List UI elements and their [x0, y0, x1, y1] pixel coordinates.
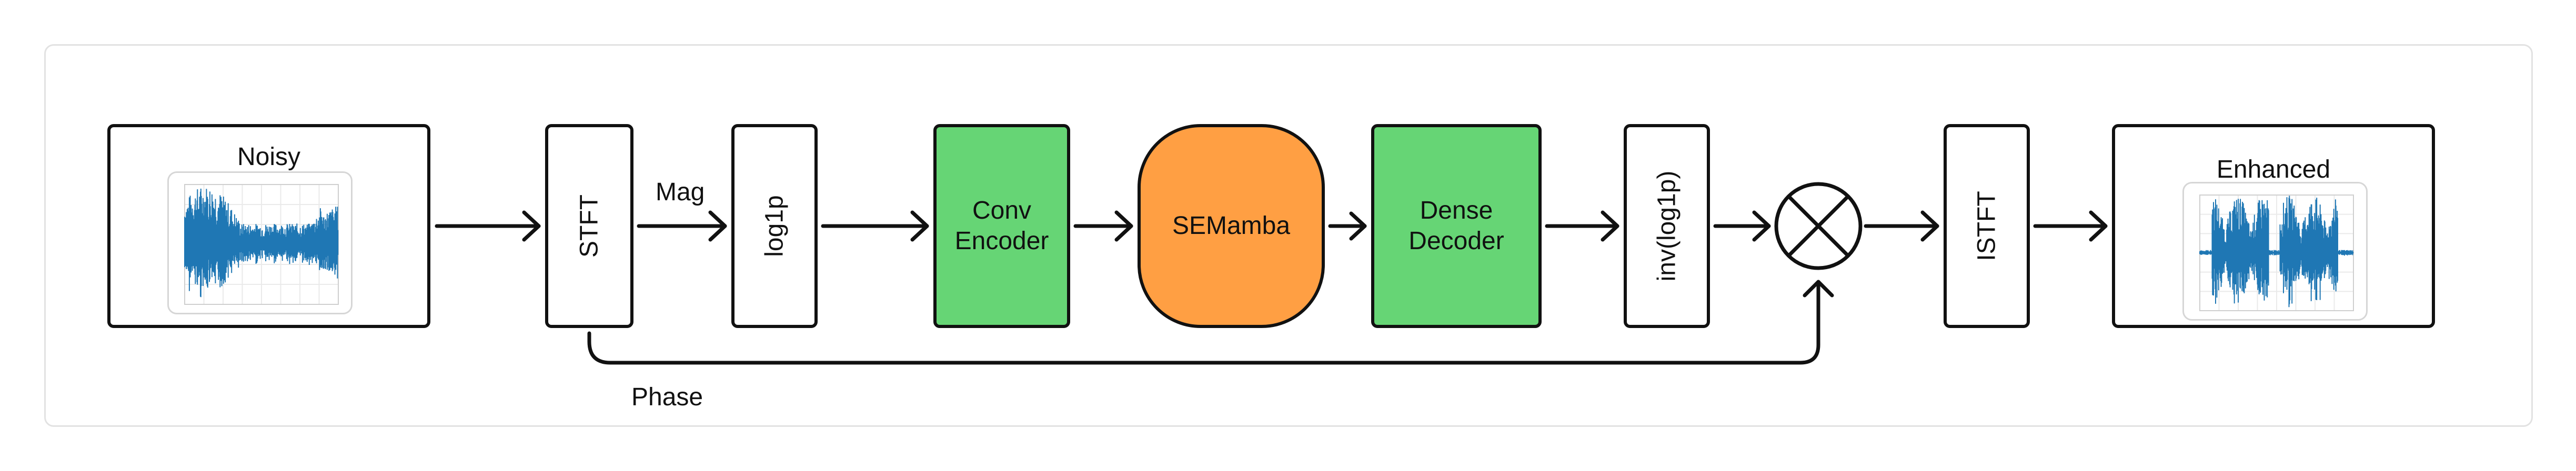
- conv-encoder-label: Conv Encoder: [937, 196, 1067, 257]
- log1p-box: log1p: [731, 124, 818, 328]
- waveform-icon: [184, 184, 339, 305]
- istft-box: ISTFT: [1944, 124, 2030, 328]
- conv-encoder-box: Conv Encoder: [933, 124, 1070, 328]
- noisy-waveform-thumbnail: [167, 171, 353, 314]
- arrow-noisy-to-stft: [435, 210, 541, 242]
- noisy-input-box: Noisy: [107, 124, 430, 328]
- arrow-inv-log1p-to-multiply: [1713, 210, 1771, 242]
- semamba-box: SEMamba: [1138, 124, 1325, 328]
- arrow-multiply-to-istft: [1864, 210, 1939, 242]
- enhanced-label: Enhanced: [2216, 156, 2331, 183]
- stft-box: STFT: [545, 124, 633, 328]
- noisy-label: Noisy: [237, 143, 301, 171]
- inv-log1p-box: inv(log1p): [1624, 124, 1710, 328]
- phase-edge-label: Phase: [631, 383, 703, 411]
- arrow-stft-to-log1p: [637, 210, 727, 242]
- arrow-phase-path: [587, 280, 1834, 365]
- dense-decoder-box: Dense Decoder: [1371, 124, 1542, 328]
- dense-decoder-label: Dense Decoder: [1374, 196, 1538, 257]
- enhanced-output-box: Enhanced: [2112, 124, 2435, 328]
- enhanced-waveform-thumbnail: [2182, 182, 2368, 321]
- conv-encoder-label-line2: Encoder: [954, 227, 1049, 255]
- arrow-log1p-to-conv-encoder: [821, 210, 929, 242]
- diagram-frame: [44, 44, 2533, 427]
- arrow-istft-to-enhanced: [2033, 210, 2108, 242]
- arrow-conv-encoder-to-semamba: [1073, 210, 1133, 242]
- conv-encoder-label-line1: Conv: [972, 197, 1032, 224]
- mag-edge-label: Mag: [656, 178, 705, 206]
- dense-decoder-label-line2: Decoder: [1408, 227, 1504, 255]
- semamba-label: SEMamba: [1172, 212, 1291, 240]
- waveform-icon: [2199, 194, 2354, 311]
- arrow-dense-decoder-to-inv-log1p: [1545, 210, 1619, 242]
- arrow-semamba-to-dense-decoder: [1328, 211, 1367, 241]
- circle-x-icon: [1774, 182, 1863, 270]
- dense-decoder-label-line1: Dense: [1420, 197, 1493, 224]
